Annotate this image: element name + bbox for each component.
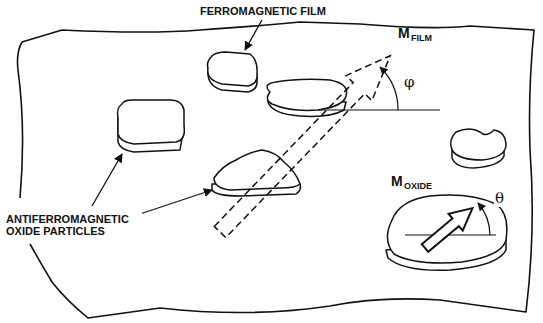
film-outline — [18, 22, 535, 318]
angle-symbol: φ — [403, 74, 416, 91]
vector-symbol: M — [398, 26, 410, 41]
particles-label: ANTIFERROMAGNETIC OXIDE PARTICLES — [4, 212, 142, 238]
film-label: FERROMAGNETIC FILM — [200, 5, 326, 17]
vector-subscript: FILM — [411, 34, 432, 44]
angle-symbol: θ — [494, 190, 505, 207]
vector-subscript: OXIDE — [404, 182, 432, 192]
vector-symbol: M — [391, 174, 403, 189]
